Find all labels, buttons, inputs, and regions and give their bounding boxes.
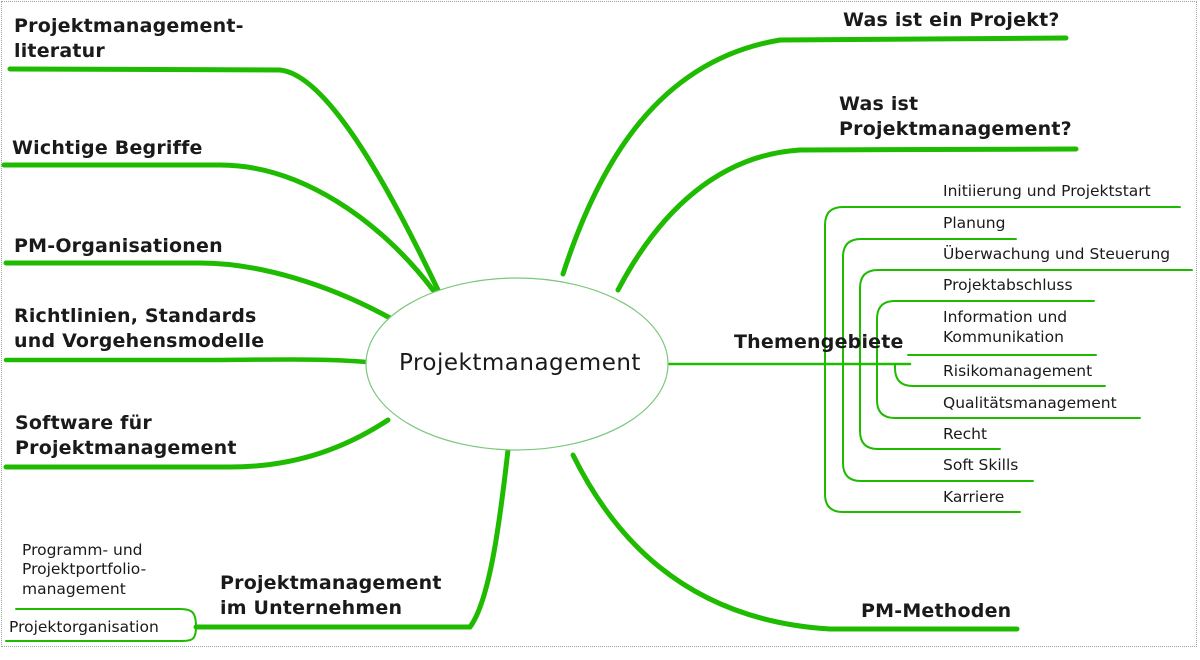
branch-software <box>3 417 391 470</box>
branch-topic-ueberwachung <box>859 269 1193 365</box>
node-wichtige-begriffe[interactable]: Wichtige Begriffe <box>12 137 203 159</box>
node-pm-organisationen[interactable]: PM-Organisationen <box>14 235 223 257</box>
branch-was-ist-pm <box>615 146 1079 293</box>
branch-topic-projektabschluss <box>876 300 1095 365</box>
center-node[interactable]: Projektmanagement <box>399 350 641 376</box>
branch-begriffe <box>1 162 436 293</box>
branch-topic-softskills <box>842 363 1034 482</box>
node-programm-portfolio[interactable]: Programm- und Projektportfolio- manageme… <box>22 541 147 598</box>
branch-projektorganisation <box>15 608 197 628</box>
branch-im-unternehmen <box>193 447 511 630</box>
node-pm-im-unternehmen[interactable]: Projektmanagement im Unternehmen <box>220 572 442 620</box>
node-pm-methoden[interactable]: PM-Methoden <box>861 600 1012 622</box>
node-richtlinien-standards[interactable]: Richtlinien, Standards und Vorgehensmode… <box>14 305 265 353</box>
branch-topic-karriere <box>824 363 1021 513</box>
topic-ueberwachung[interactable]: Überwachung und Steuerung <box>943 245 1171 263</box>
node-software[interactable]: Software für Projektmanagement <box>15 412 237 460</box>
branch-projektorganisation-under <box>5 626 197 642</box>
node-projektmanagement-literatur[interactable]: Projektmanagement- literatur <box>14 15 244 63</box>
center-node-shape <box>365 277 669 451</box>
branch-organisationen <box>3 260 393 321</box>
branch-topic-planung <box>842 238 1017 365</box>
node-themengebiete[interactable]: Themengebiete <box>734 331 904 353</box>
topic-karriere[interactable]: Karriere <box>943 488 1005 506</box>
branch-literatur <box>7 66 441 293</box>
node-was-ist-ein-projekt[interactable]: Was ist ein Projekt? <box>843 9 1060 31</box>
topic-soft-skills[interactable]: Soft Skills <box>943 456 1019 474</box>
branch-topic-recht <box>859 363 1001 450</box>
branch-pm-methoden <box>570 452 1020 632</box>
topic-qualitaetsmanagement[interactable]: Qualitätsmanagement <box>943 394 1117 412</box>
branch-topic-risiko <box>894 363 1106 387</box>
topic-information-kommunikation[interactable]: Information und Kommunikation <box>943 308 1068 347</box>
node-was-ist-pm[interactable]: Was ist Projektmanagement? <box>839 93 1072 141</box>
topic-planung[interactable]: Planung <box>943 214 1006 232</box>
topic-initiierung[interactable]: Initiierung und Projektstart <box>943 182 1151 200</box>
branch-richtlinien <box>3 357 369 365</box>
branch-topic-qualitaet <box>876 363 1141 419</box>
diagram-frame <box>1 1 1197 647</box>
branch-was-ist-ein-projekt <box>560 35 1069 277</box>
topic-recht[interactable]: Recht <box>943 425 988 443</box>
node-projektorganisation[interactable]: Projektorganisation <box>9 618 159 636</box>
branch-topic-initiierung <box>824 206 1181 365</box>
topic-projektabschluss[interactable]: Projektabschluss <box>943 276 1073 294</box>
topic-risikomanagement[interactable]: Risikomanagement <box>943 362 1093 380</box>
